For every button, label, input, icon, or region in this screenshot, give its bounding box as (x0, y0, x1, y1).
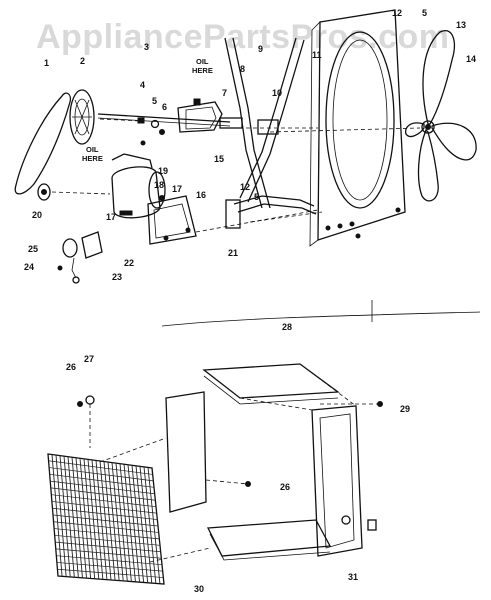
motor-bracket-part (147, 195, 197, 245)
oil-note-2: OIL (86, 145, 99, 154)
separator-line (161, 311, 481, 327)
callout-5: 5 (152, 96, 157, 106)
callout-29: 29 (400, 404, 410, 414)
grille-part (47, 453, 165, 585)
callout-3: 3 (144, 42, 149, 52)
motor-part (111, 153, 166, 219)
grille-crossbar (50, 487, 156, 501)
callout-28: 28 (282, 322, 292, 332)
callout-8: 8 (240, 64, 245, 74)
callout-19: 19 (158, 166, 168, 176)
grille-crossbar (55, 541, 161, 553)
callout-26-left: 26 (66, 362, 76, 372)
callout-31: 31 (348, 572, 358, 582)
callout-1: 1 (44, 58, 49, 68)
callout-12-top: 12 (392, 8, 402, 18)
oil-note-1-here: HERE (192, 66, 213, 75)
hardware-4-5-6 (137, 117, 165, 146)
callout-7: 7 (222, 88, 227, 98)
frame-rails (219, 37, 317, 229)
capacitor-part (57, 231, 103, 284)
fan-shroud-panel (309, 9, 406, 247)
oil-note-1: OIL (196, 57, 209, 66)
callout-26-mid: 26 (280, 482, 290, 492)
callout-9: 9 (258, 44, 263, 54)
grille-crossbar (56, 555, 163, 566)
screws-bottom (77, 395, 383, 487)
bearing-bracket-part (177, 98, 223, 133)
grille-crossbar (51, 494, 157, 508)
callout-30: 30 (194, 584, 204, 594)
callout-17-right: 17 (172, 184, 182, 194)
grille-slats (48, 454, 164, 584)
callout-22: 22 (124, 258, 134, 268)
leader-lines-bottom (89, 363, 378, 563)
fan-blade-part (404, 30, 477, 202)
callout-12-mid: 12 (240, 182, 250, 192)
grille-crossbar (52, 507, 158, 520)
callout-18: 18 (154, 180, 164, 190)
cabinet-frame (165, 363, 377, 561)
callout-21: 21 (228, 248, 238, 258)
callout-25: 25 (28, 244, 38, 254)
grille-crossbar (51, 501, 157, 514)
callout-24: 24 (24, 262, 34, 272)
callout-17-left: 17 (106, 212, 116, 222)
belt-part (14, 92, 72, 195)
callout-4: 4 (140, 80, 145, 90)
callout-2: 2 (80, 56, 85, 66)
grille-crossbar (49, 473, 155, 488)
grille-crossbar (53, 521, 159, 533)
grille-crossbar (50, 480, 155, 495)
callout-5-top: 5 (422, 8, 427, 18)
callout-6: 6 (162, 102, 167, 112)
grille-crossbar (49, 467, 154, 482)
callout-15: 15 (214, 154, 224, 164)
pulley-part (69, 89, 95, 145)
callout-10: 10 (272, 88, 282, 98)
leader-lines-top (51, 118, 421, 233)
grille-crossbar (52, 514, 159, 527)
callout-13: 13 (456, 20, 466, 30)
small-pulley-part (37, 183, 51, 201)
callout-14: 14 (466, 54, 476, 64)
watermark-text: AppliancePartsPros.com (36, 18, 449, 56)
grille-crossbar (56, 562, 163, 572)
callout-16: 16 (196, 190, 206, 200)
callout-27: 27 (84, 354, 94, 364)
grille-crossbar (55, 548, 162, 559)
oil-note-2-here: HERE (82, 154, 103, 163)
grille-crossbar (48, 460, 153, 475)
shaft-part (97, 113, 231, 127)
callout-20: 20 (32, 210, 42, 220)
callout-23: 23 (112, 272, 122, 282)
grille-crossbar (57, 568, 164, 578)
callout-5-mid: 5 (254, 192, 259, 202)
grille-crossbar (54, 528, 160, 540)
callout-11: 11 (312, 50, 322, 60)
grille-crossbar (54, 534, 161, 546)
